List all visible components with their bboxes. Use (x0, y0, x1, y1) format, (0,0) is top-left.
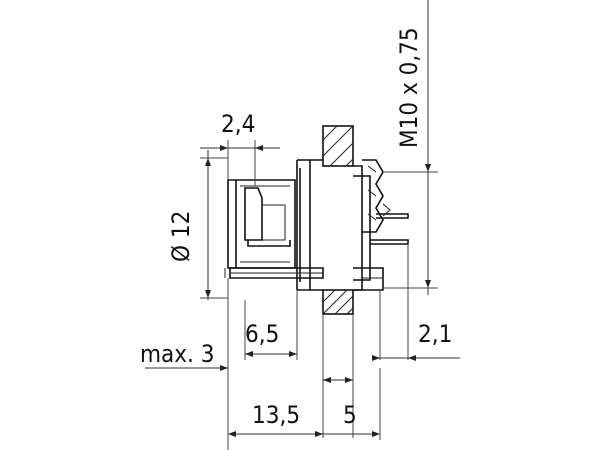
panel-reference-line (323, 377, 353, 383)
max-3-label: max. 3 (140, 340, 214, 368)
thread-label: M10 x 0,75 (395, 27, 423, 148)
dim-6-5-label: 6,5 (245, 320, 279, 348)
connector-body (224, 159, 409, 291)
dimension-5: 5 (323, 368, 381, 440)
mounting-panel (322, 125, 354, 315)
dimension-2-1: 2,1 (372, 320, 460, 361)
dimension-2-4: 2,4 (200, 110, 280, 151)
dimension-6-5: 6,5 (245, 320, 297, 357)
dimension-diameter-12: Ø 12 (167, 150, 211, 300)
diameter-12-label: Ø 12 (167, 211, 195, 262)
dim-13-5-label: 13,5 (252, 401, 300, 429)
dim-5-label: 5 (343, 401, 357, 429)
dim-2-1-label: 2,1 (418, 320, 452, 348)
dim-2-4-label: 2,4 (221, 110, 255, 138)
dimension-max-3: max. 3 (140, 340, 228, 371)
dimension-13-5: 13,5 (228, 401, 323, 437)
extension-lines (200, 140, 438, 450)
dimension-m10-thread: M10 x 0,75 (395, 0, 431, 295)
